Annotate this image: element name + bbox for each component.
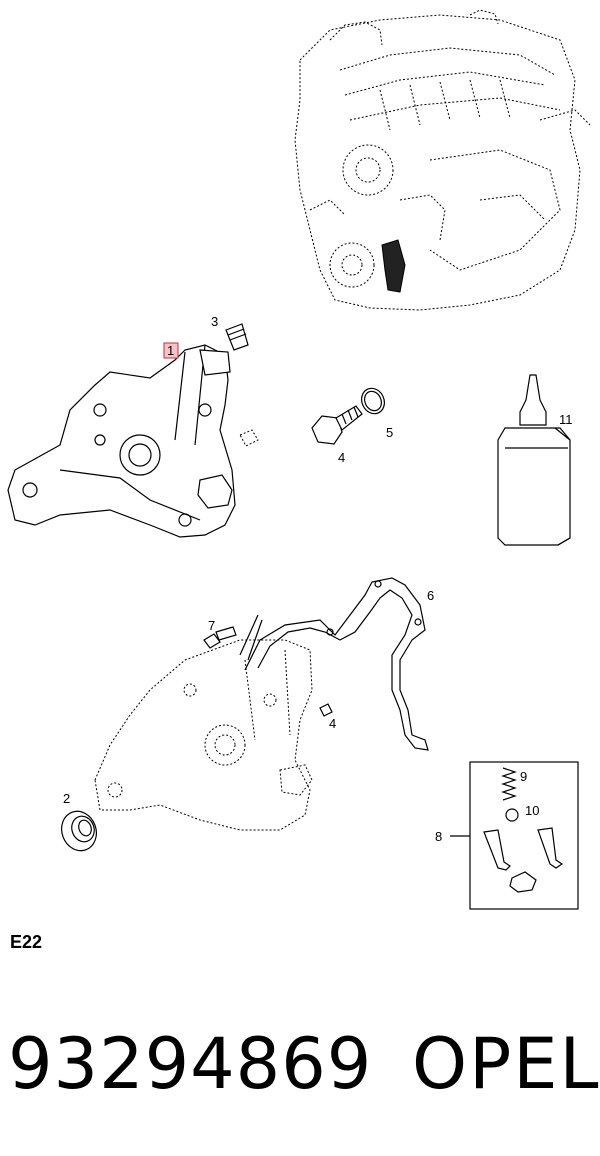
callout-labels: 1 3 4 5 11 6 7 4 2 9 10 8 [63,314,573,844]
callout-6[interactable]: 6 [427,588,434,603]
callout-9[interactable]: 9 [520,769,527,784]
gasket-part [244,577,429,751]
bolt-small-part [203,614,263,661]
callout-8[interactable]: 8 [435,829,442,844]
seal-ring-part [61,810,97,852]
highlight-box [163,342,179,359]
parts-diagram: 1 3 4 5 11 6 7 4 2 9 10 8 [7,9,591,910]
callout-2[interactable]: 2 [63,791,70,806]
callout-7[interactable]: 7 [208,618,215,633]
oil-pump-illustration [7,344,259,538]
bolt-part [311,405,363,445]
repair-kit-box [450,761,579,910]
callout-3[interactable]: 3 [211,314,218,329]
part-number: 93294869 [8,1023,373,1105]
callout-11[interactable]: 11 [559,412,573,427]
brand-name: OPEL [412,1023,600,1105]
sealant-bottle [497,374,571,546]
callout-4b[interactable]: 4 [329,716,336,731]
engine-code-label: E22 [10,932,43,952]
plug-part [225,323,249,351]
dowel-part [319,703,333,717]
callout-10[interactable]: 10 [525,803,539,818]
callout-5[interactable]: 5 [386,425,393,440]
oil-pump-outline-illustration [94,639,313,831]
o-ring-part [361,387,385,415]
callout-1[interactable]: 1 [167,343,174,358]
engine-illustration [294,9,591,311]
callout-4a[interactable]: 4 [338,450,345,465]
